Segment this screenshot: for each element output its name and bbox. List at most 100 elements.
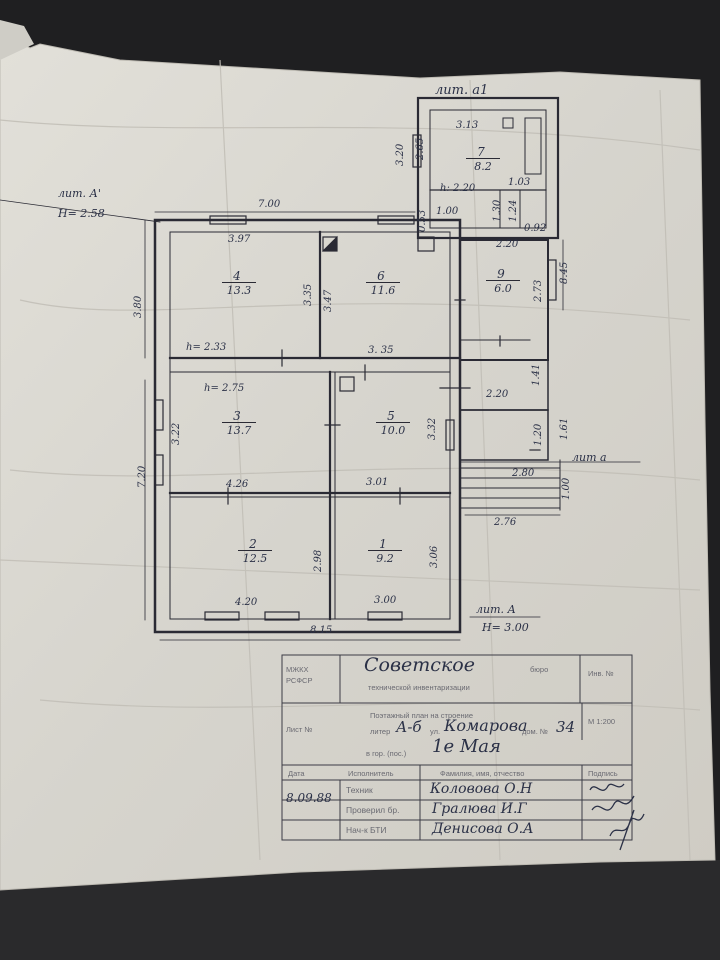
room-area: 13.3: [222, 282, 256, 296]
dim-h-2-75: h= 2.75: [204, 383, 245, 394]
stamp-house-value: 34: [556, 718, 576, 736]
lit-a-small-label: лит а: [572, 451, 607, 464]
dim-h-2-33: h= 2.33: [186, 342, 227, 353]
dim-3-32: 3.32: [427, 417, 438, 440]
dim-1-30: 1.30: [492, 199, 503, 222]
dim-1-00-a: 1.00: [436, 206, 459, 217]
stamp-bureau: бюро: [530, 665, 549, 674]
dim-1-00-b: 1.00: [561, 477, 572, 500]
room-number: 3: [233, 409, 241, 423]
dim-1-61: 1.61: [559, 417, 570, 440]
room-area: 8.2: [466, 158, 500, 172]
floor-plan: [0, 96, 641, 641]
dim-1-20: 1.20: [533, 423, 544, 446]
dim-1-03: 1.03: [508, 177, 531, 188]
dim-7-20: 7.20: [137, 465, 148, 488]
stamp-date-label: Дата: [288, 769, 305, 778]
room-number: 7: [477, 145, 485, 159]
dim-2-20-a: 2.20: [496, 239, 519, 250]
stamp-org-left: МЖКХ РСФСР: [286, 665, 313, 685]
dim-3-20: 3.20: [395, 143, 406, 166]
room-5: 5 10.0: [376, 410, 410, 436]
dim-7-00: 7.00: [258, 199, 281, 210]
dim-2-65: 2.65: [415, 137, 426, 160]
stamp-role-head: Нач-к БТИ: [346, 825, 387, 835]
stamp-name-technician: Коловова О.Н: [430, 781, 533, 797]
dim-h-2-20: h: 2.20: [440, 183, 476, 194]
room-area: 10.0: [376, 422, 410, 436]
dim-3-06: 3.06: [429, 545, 440, 568]
stamp-plan-title: Поэтажный план на строение: [370, 711, 474, 720]
stamp-name-head: Денисова О.А: [432, 821, 534, 837]
stamp-inv: Инв. №: [588, 669, 614, 678]
stamp-city-value: 1е Мая: [432, 736, 501, 757]
room-1: 1 9.2: [368, 538, 402, 564]
stamp-role-technician: Техник: [346, 785, 373, 795]
dim-2-80: 2.80: [512, 468, 535, 479]
dim-2-98: 2.98: [313, 549, 324, 572]
stamp-org-name: Советское: [364, 654, 475, 676]
stamp-date-value: 8.09.88: [286, 791, 332, 805]
room-number: 5: [387, 409, 395, 423]
room-6: 6 11.6: [366, 270, 400, 296]
room-area: 11.6: [366, 282, 400, 296]
stamp-scale: М 1:200: [588, 717, 616, 726]
dim-3-13: 3.13: [456, 120, 479, 131]
dim-2-73: 2.73: [533, 279, 544, 302]
stamp-list: Лист №: [286, 725, 313, 734]
stamp-executor-label: Исполнитель: [348, 769, 394, 778]
room-4: 4 13.3: [222, 270, 256, 296]
stamp-name-checker: Гралюва И.Г: [432, 801, 527, 817]
stamp-city-prefix: в гор. (пос.): [366, 749, 407, 758]
room-area: 12.5: [238, 550, 272, 564]
room-9: 9 6.0: [486, 268, 520, 294]
top-annotation: лит. а1: [435, 83, 489, 98]
paper-sheet: [0, 31, 716, 891]
stamp-street-prefix: ул.: [430, 727, 441, 736]
room-area: 13.7: [222, 422, 256, 436]
dim-3-00: 3.00: [374, 595, 397, 606]
dim-1-24: 1.24: [508, 199, 519, 222]
stamp-name-label: Фамилия, имя, отчество: [440, 769, 525, 778]
room-number: 1: [379, 537, 387, 551]
room-number: 2: [249, 537, 257, 551]
title-block: [281, 654, 633, 841]
lit-a-label: лит. А: [476, 603, 516, 616]
dim-3-35-b: 3. 35: [368, 345, 394, 356]
dim-8-15: 8.15: [310, 625, 333, 636]
dim-1-41: 1.41: [531, 363, 542, 386]
dim-3-22: 3.22: [171, 422, 182, 445]
lit-a1-label: лит. А': [58, 187, 101, 200]
dim-8-45: 8.45: [559, 261, 570, 284]
stamp-bureau-sub: технической инвентаризации: [368, 683, 470, 692]
dim-0-53: 0.53: [417, 209, 428, 232]
signatures: [589, 783, 645, 851]
room-number: 6: [377, 269, 385, 283]
stamp-role-checker: Проверил бр.: [346, 805, 400, 815]
dim-4-26: 4.26: [226, 479, 249, 490]
dim-3-35: 3.35: [303, 283, 314, 306]
lit-a1-height: H= 2.58: [58, 207, 105, 220]
stamp-liter-value: А-б: [396, 718, 422, 736]
dim-2-76: 2.76: [494, 517, 517, 528]
stamp-street-value: Комарова: [444, 716, 528, 735]
room-area: 6.0: [486, 280, 520, 294]
stamp-house-label: дом. №: [522, 727, 548, 736]
lit-a-height: H= 3.00: [482, 621, 529, 634]
dim-3-97: 3.97: [228, 234, 251, 245]
room-number: 9: [497, 267, 505, 281]
dim-0-92: 0.92: [524, 223, 547, 234]
dim-2-20-b: 2.20: [486, 389, 509, 400]
room-3: 3 13.7: [222, 410, 256, 436]
room-area: 9.2: [368, 550, 402, 564]
stamp-liter-prefix: литер: [370, 727, 391, 736]
room-number: 4: [233, 269, 241, 283]
dim-3-01: 3.01: [366, 477, 389, 488]
dim-3-47: 3.47: [323, 289, 334, 312]
room-7: 7 8.2: [466, 146, 500, 172]
stamp-signature-label: Подпись: [588, 769, 618, 778]
room-2: 2 12.5: [238, 538, 272, 564]
dim-4-20: 4.20: [235, 597, 258, 608]
dim-3-80: 3.80: [133, 295, 144, 318]
